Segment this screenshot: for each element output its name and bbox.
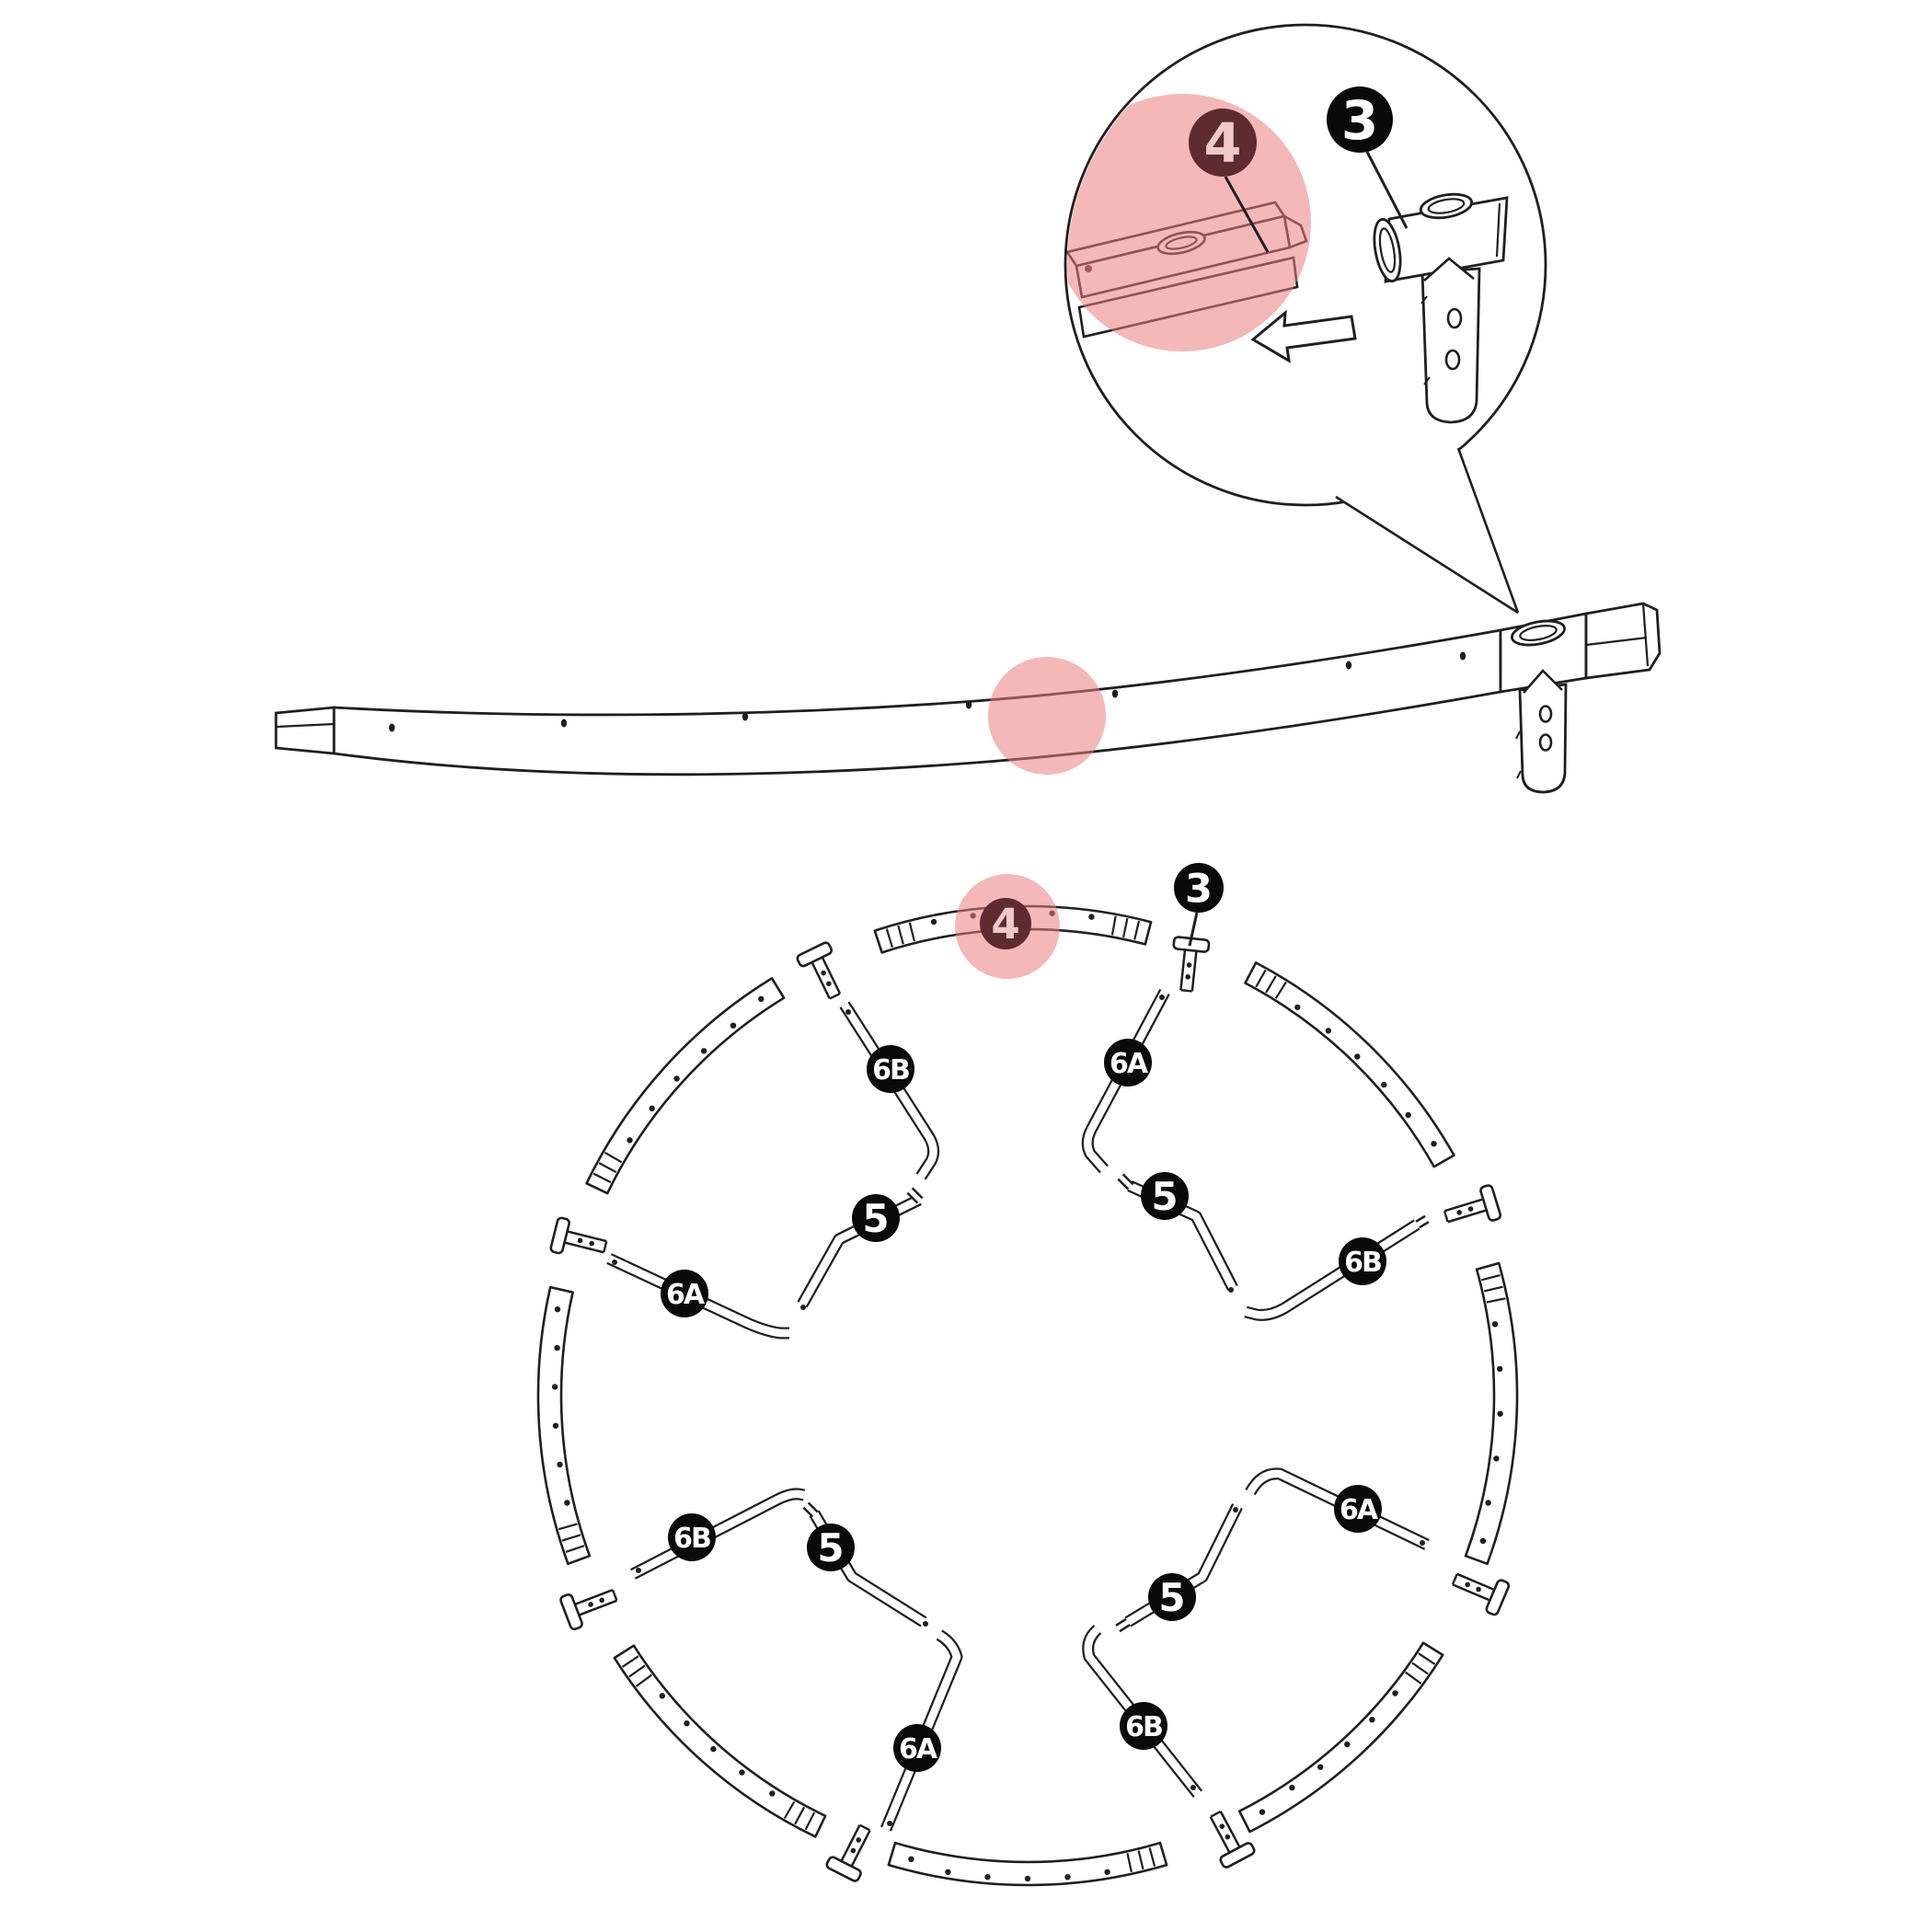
q2-badge-5: 5 [1141, 1172, 1189, 1220]
tjoint-west-upper [549, 1216, 608, 1255]
svg-text:5: 5 [817, 1525, 844, 1570]
q2-leg-6b [1244, 1214, 1430, 1321]
svg-text:6A: 6A [899, 1733, 938, 1765]
inset-highlight-pink [1067, 94, 1311, 351]
svg-text:6B: 6B [673, 1523, 710, 1555]
q4-badge-6a: 6A [1334, 1485, 1382, 1533]
rail-highlight-pink [988, 657, 1106, 775]
inset-badge-3: 3 [1327, 86, 1393, 153]
ring-badge-4: 4 [980, 898, 1031, 949]
arc-east [1464, 1261, 1519, 1566]
arc-northeast [1244, 961, 1455, 1168]
svg-text:6A: 6A [1110, 1048, 1149, 1080]
arc-bottom [887, 1841, 1168, 1887]
q4-badge-5: 5 [1148, 1573, 1196, 1621]
svg-text:5: 5 [1158, 1575, 1185, 1620]
q1-badge-5: 5 [852, 1194, 900, 1242]
q2-leg-6a [1081, 988, 1170, 1174]
svg-text:6A: 6A [1340, 1494, 1379, 1526]
inset-tjoint-part3 [1373, 192, 1509, 424]
tjoint-top-left [796, 941, 842, 1000]
q1-leg-6a [606, 1253, 789, 1340]
ring-badge-3-leader-line [1188, 912, 1199, 947]
leg-socket [1420, 267, 1481, 424]
inset-badge-4: 4 [1189, 109, 1257, 177]
tjoint-bottom-right [1209, 1811, 1256, 1869]
q1-badge-6a: 6A [661, 1270, 708, 1317]
arc-southeast [1237, 1641, 1444, 1834]
q3-badge-6b: 6B [668, 1513, 716, 1561]
q2-badge-6a: 6A [1104, 1039, 1152, 1087]
inset-badge-3-leader-line [1365, 151, 1409, 229]
curved-rail [332, 628, 1502, 776]
svg-text:4: 4 [1203, 111, 1241, 175]
svg-text:3: 3 [1185, 866, 1213, 912]
inset-badge-4-leader-line [1224, 176, 1270, 253]
q3-badge-6a: 6A [893, 1724, 941, 1772]
q3-badge-5: 5 [807, 1524, 855, 1571]
q4-leg-6b [1082, 1625, 1203, 1799]
rail-detail [274, 602, 1662, 794]
ring-badge-3: 3 [1174, 863, 1224, 913]
svg-text:6B: 6B [1344, 1247, 1381, 1279]
tjoint-bottom-left [825, 1823, 871, 1882]
arc-southwest [613, 1644, 827, 1838]
arc-west [536, 1285, 592, 1566]
tjoint-east-lower [1451, 1572, 1511, 1616]
frame-ring [536, 874, 1519, 1887]
tjoint-east-upper [1443, 1184, 1502, 1224]
svg-text:6B: 6B [872, 1054, 909, 1087]
q4-leg-6a [1245, 1467, 1430, 1550]
svg-text:6B: 6B [1125, 1711, 1162, 1743]
q4-badge-6b: 6B [1120, 1702, 1167, 1750]
q1-badge-6b: 6B [867, 1045, 914, 1093]
q2-badge-6b: 6B [1339, 1237, 1386, 1285]
svg-text:3: 3 [1341, 89, 1378, 152]
svg-text:5: 5 [1151, 1174, 1178, 1219]
q1-leg-6b [839, 1001, 940, 1180]
arc-northwest [585, 977, 786, 1195]
q3-leg-6b [630, 1488, 806, 1580]
q3-leg-6a [880, 1629, 963, 1832]
tjoint-west-lower [559, 1588, 618, 1631]
svg-text:5: 5 [862, 1196, 889, 1241]
svg-text:6A: 6A [666, 1279, 706, 1311]
slide-left-arrow-icon [1250, 309, 1357, 363]
detail-inset [1064, 23, 1547, 615]
svg-text:4: 4 [991, 900, 1019, 949]
